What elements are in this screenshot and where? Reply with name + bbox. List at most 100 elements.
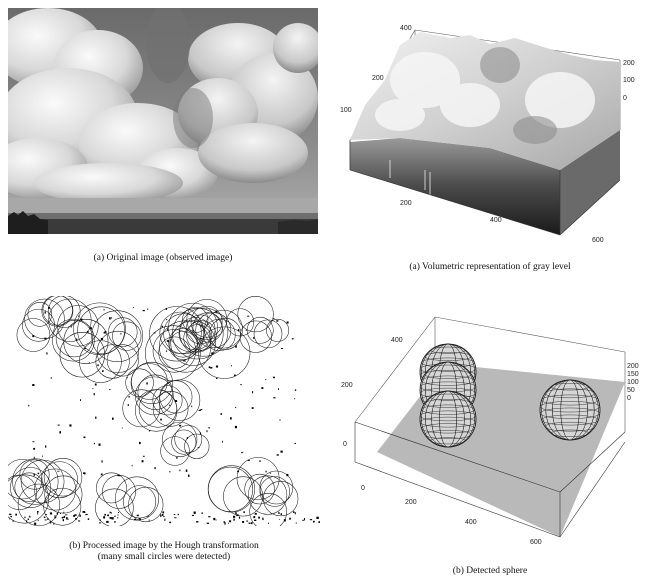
edge-pixel bbox=[294, 442, 296, 444]
edge-pixel bbox=[24, 516, 26, 519]
hough-circle bbox=[55, 320, 93, 358]
edge-pixel bbox=[200, 325, 202, 327]
edge-pixel bbox=[295, 522, 297, 524]
hough-circle bbox=[20, 459, 65, 504]
edge-pixel bbox=[294, 389, 297, 391]
edge-pixel bbox=[142, 309, 145, 312]
edge-pixel bbox=[276, 454, 279, 456]
edge-pixel bbox=[265, 470, 267, 473]
hough-circle bbox=[266, 318, 290, 342]
edge-pixel bbox=[213, 517, 216, 521]
vol-z-tick-1: 100 bbox=[623, 77, 635, 84]
caption-detected-sphere: (b) Detected sphere bbox=[452, 566, 528, 576]
hough-circle bbox=[112, 321, 142, 351]
edge-pixel bbox=[174, 517, 177, 519]
hough-circle bbox=[47, 296, 81, 328]
caption-hough-line2: (many small circles were detected) bbox=[97, 552, 231, 562]
edge-pixel bbox=[95, 416, 97, 419]
edge-pixel bbox=[176, 457, 178, 459]
original-cloud-photo bbox=[8, 8, 318, 234]
hough-circle bbox=[172, 307, 224, 360]
edge-pixel bbox=[53, 522, 55, 525]
edge-pixel bbox=[272, 376, 275, 379]
edge-pixel bbox=[200, 409, 203, 411]
hough-circle bbox=[239, 320, 272, 353]
edge-pixel bbox=[73, 515, 75, 517]
edge-pixel bbox=[312, 520, 315, 523]
edge-pixel bbox=[248, 522, 251, 524]
edge-pixel bbox=[154, 467, 156, 470]
edge-pixel bbox=[47, 518, 49, 520]
edge-pixel bbox=[193, 511, 196, 514]
edge-pixel bbox=[192, 329, 194, 332]
edge-pixel bbox=[294, 512, 296, 515]
sph-y-tick-1: 200 bbox=[341, 382, 353, 389]
edge-pixel bbox=[93, 442, 95, 445]
edge-pixel bbox=[97, 364, 99, 367]
edge-pixel bbox=[294, 398, 296, 400]
edge-pixel bbox=[169, 404, 171, 406]
hough-circle bbox=[244, 473, 275, 505]
edge-pixel bbox=[88, 518, 90, 520]
vol-x-tick-2: 600 bbox=[592, 237, 604, 244]
edge-pixel bbox=[127, 404, 129, 406]
hough-circle bbox=[246, 316, 274, 344]
edge-pixel bbox=[215, 365, 219, 368]
caption-hough-line1: (b) Processed image by the Hough transfo… bbox=[69, 541, 259, 551]
hough-circle bbox=[79, 340, 122, 383]
edge-pixel bbox=[208, 427, 210, 429]
hough-circle bbox=[168, 327, 198, 358]
edge-pixel bbox=[62, 519, 64, 522]
edge-pixel bbox=[147, 308, 149, 310]
edge-pixel bbox=[121, 427, 123, 429]
edge-pixel bbox=[278, 388, 279, 390]
hough-circle bbox=[115, 476, 159, 521]
edge-pixel bbox=[267, 522, 269, 524]
edge-pixel bbox=[235, 512, 237, 515]
edge-pixel bbox=[50, 377, 52, 379]
vol-z-tick-0: 200 bbox=[623, 60, 635, 67]
edge-pixel bbox=[269, 472, 272, 474]
edge-pixel bbox=[99, 522, 102, 524]
volumetric-plot-panel: 400 200 100 200 400 600 200 100 0 bbox=[330, 20, 640, 250]
edge-pixel bbox=[103, 516, 106, 519]
hough-circle bbox=[135, 389, 178, 432]
hough-circle bbox=[204, 309, 243, 349]
edge-pixel bbox=[215, 519, 217, 521]
hough-circle bbox=[48, 298, 92, 342]
hough-circle bbox=[108, 317, 138, 347]
edge-pixel bbox=[188, 474, 190, 477]
edge-pixel bbox=[230, 417, 232, 420]
edge-pixel bbox=[106, 520, 109, 523]
edge-pixel bbox=[54, 515, 56, 517]
sph-x-tick-3: 600 bbox=[530, 539, 542, 546]
hough-circle bbox=[128, 486, 164, 523]
edge-pixel bbox=[258, 460, 261, 462]
edge-pixel bbox=[9, 518, 11, 520]
hough-circle bbox=[16, 318, 51, 352]
edge-pixel bbox=[279, 518, 280, 520]
sph-z-tick-4: 0 bbox=[627, 395, 631, 402]
edge-pixel bbox=[80, 399, 81, 401]
sph-z-tick-2: 100 bbox=[627, 379, 639, 386]
edge-pixel bbox=[210, 367, 213, 369]
hough-circle bbox=[41, 296, 74, 327]
edge-pixel bbox=[241, 452, 244, 454]
edge-pixel bbox=[84, 347, 86, 350]
hough-circle bbox=[106, 344, 139, 377]
edge-pixel bbox=[228, 511, 230, 513]
edge-pixel bbox=[302, 519, 305, 521]
edge-pixel bbox=[102, 370, 104, 372]
edge-pixel bbox=[235, 345, 237, 348]
edge-pixel bbox=[234, 374, 236, 376]
edge-pixel bbox=[148, 519, 150, 521]
edge-pixel bbox=[126, 377, 128, 379]
vol-x-tick-0: 200 bbox=[400, 200, 412, 207]
hough-circle bbox=[259, 476, 290, 507]
edge-pixel bbox=[57, 424, 60, 426]
hough-circle bbox=[178, 317, 212, 351]
edge-pixel bbox=[165, 308, 167, 310]
sphere-plot-panel: 400 200 0 0 200 400 600 200 150 100 50 0 bbox=[335, 312, 645, 548]
edge-pixel bbox=[160, 514, 162, 517]
edge-pixel bbox=[251, 407, 254, 409]
